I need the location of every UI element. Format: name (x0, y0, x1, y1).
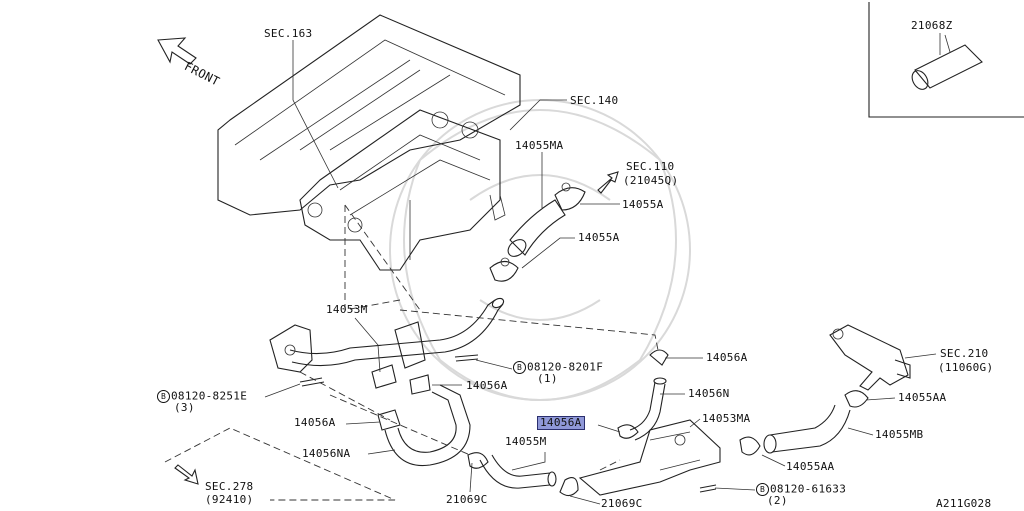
bolt-marker-icon: B (157, 390, 170, 403)
outlet-sec210 (829, 324, 911, 391)
clamp-14056A-highlight (617, 424, 639, 439)
clamp-21069C-left (467, 452, 489, 469)
label-14055AA-upper[interactable]: 14055AA (898, 391, 947, 404)
clamp-14055A-upper (554, 182, 586, 211)
label-14055A-upper[interactable]: 14055A (622, 198, 664, 211)
bolt-number: 08120-8251E (171, 389, 248, 403)
clamp-14055AA-upper (844, 390, 869, 408)
label-14053M[interactable]: 14053M (326, 303, 368, 316)
clamp-14055A-lower (489, 257, 519, 282)
label-14055M[interactable]: 14055M (505, 435, 547, 448)
bolt-number: 08120-8201F (527, 360, 604, 374)
clamp-14055AA-lower (739, 436, 761, 456)
label-14055AA-lower[interactable]: 14055AA (786, 460, 835, 473)
label-21068Z[interactable]: 21068Z (911, 19, 953, 32)
label-14056A-highlighted[interactable]: 14056A (537, 416, 585, 430)
leader-lines (264, 33, 941, 505)
diagram-code: A211G028 (936, 497, 992, 510)
label-14055MA[interactable]: 14055MA (515, 139, 564, 152)
label-14056N[interactable]: 14056N (688, 387, 730, 400)
clamp-14056A-top (649, 349, 669, 366)
label-21069C-left[interactable]: 21069C (446, 493, 488, 506)
dashed-reference-lines (164, 204, 659, 501)
label-sec163[interactable]: SEC.163 (264, 27, 313, 40)
pipe-14053M (269, 297, 505, 373)
label-14056NA[interactable]: 14056NA (302, 447, 351, 460)
bolt-marker-icon: B (513, 361, 526, 374)
clamp-21069C-right (559, 477, 579, 497)
hose-14055MB (763, 404, 851, 454)
label-14056A-top[interactable]: 14056A (706, 351, 748, 364)
hose-14055MA (507, 199, 566, 257)
label-bolt-qty-2: (2) (767, 494, 788, 507)
sealant-tube-icon (911, 34, 983, 90)
hose-14056N (629, 377, 667, 441)
bolt-08120-8201F (454, 354, 479, 362)
label-14055A-lower[interactable]: 14055A (578, 231, 620, 244)
label-bolt-qty-3: (3) (174, 401, 195, 414)
label-sec210[interactable]: SEC.210 (940, 347, 989, 360)
label-14053MA[interactable]: 14053MA (702, 412, 751, 425)
bolt-number: 08120-61633 (770, 482, 847, 496)
inset-frame (868, 2, 1024, 118)
arrow-sec278-icon (174, 464, 199, 485)
bolt-08120-8251E (299, 377, 325, 387)
label-sec210-ref: (11060G) (938, 361, 994, 374)
front-arrow-icon (157, 37, 197, 65)
label-14055MB[interactable]: 14055MB (875, 428, 924, 441)
label-sec278-ref: (92410) (205, 493, 254, 506)
engine-block (217, 14, 521, 271)
label-bolt-qty-1: (1) (537, 372, 558, 385)
bolt-marker-icon: B (756, 483, 769, 496)
hose-14056NA (384, 384, 471, 467)
fitting-14056A-left (371, 364, 431, 431)
label-sec110[interactable]: SEC.110 (626, 160, 675, 173)
arrow-sec110-icon (597, 171, 619, 194)
pipe-14053MA (578, 419, 721, 496)
label-21069C-right[interactable]: 21069C (601, 497, 643, 510)
label-sec110-ref: (21045Q) (623, 174, 679, 187)
label-14056A-mid[interactable]: 14056A (466, 379, 508, 392)
label-14056A-left[interactable]: 14056A (294, 416, 336, 429)
label-sec140[interactable]: SEC.140 (570, 94, 619, 107)
label-sec278[interactable]: SEC.278 (205, 480, 254, 493)
